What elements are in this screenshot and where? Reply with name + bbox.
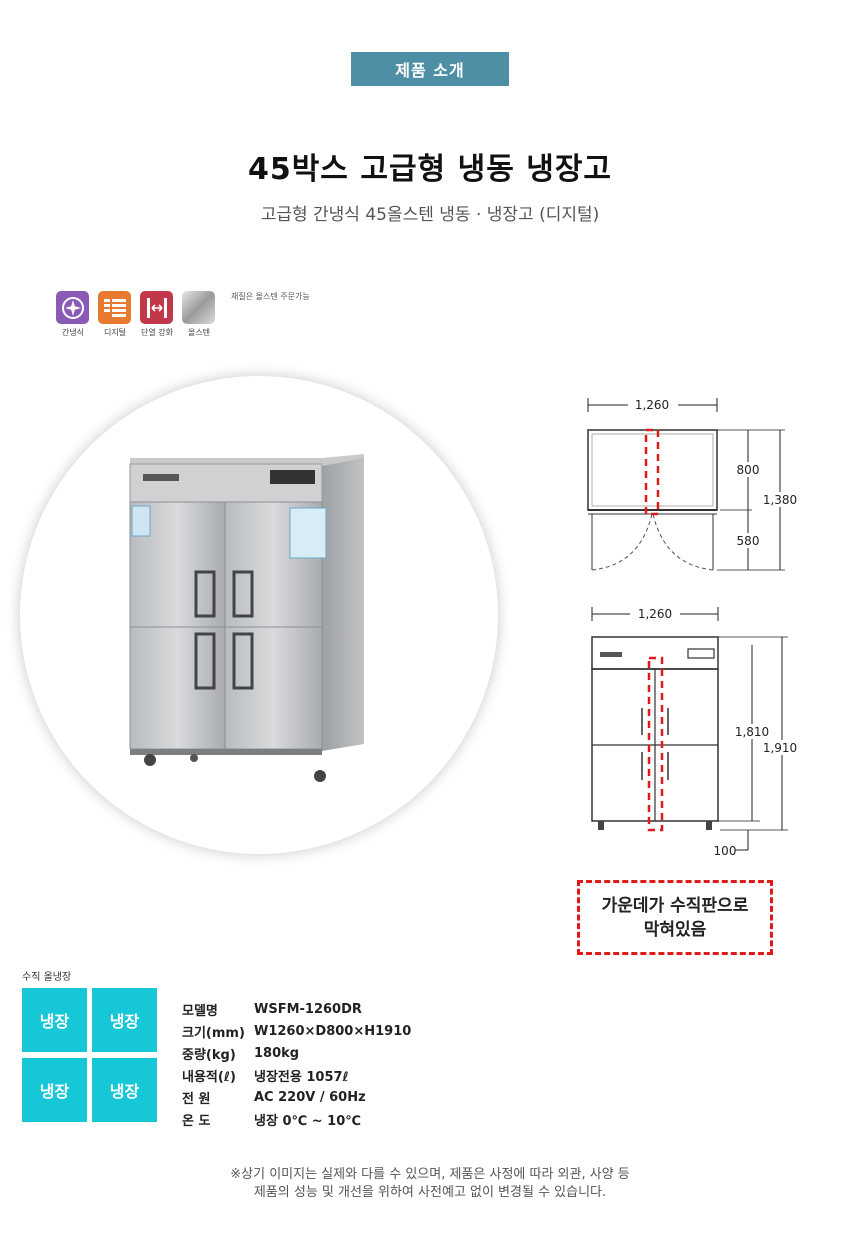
spec-value: 냉장 0℃ ~ 10℃ — [254, 1113, 362, 1129]
top-width-label: 1,260 — [635, 398, 669, 412]
feature-digital: 디지털 — [98, 291, 132, 338]
spec-row-size: 크기(mm) W1260×D800×H1910 — [182, 1020, 411, 1042]
top-depth-label: 800 — [737, 463, 760, 477]
spec-value: AC 220V / 60Hz — [254, 1089, 366, 1105]
spec-row-weight: 중량(kg) 180kg — [182, 1042, 411, 1064]
front-total-label: 1,910 — [763, 741, 797, 755]
spec-value: W1260×D800×H1910 — [254, 1023, 412, 1039]
disclaimer-line-2: 제품의 성능 및 개선을 위하여 사전예고 없이 변경될 수 있습니다. — [253, 1185, 607, 1200]
spec-key: 내용적(ℓ) — [182, 1069, 236, 1085]
compartment-cell: 냉장 — [22, 1058, 87, 1122]
feature-label: 디지털 — [103, 328, 127, 337]
note-line-2: 막혀있음 — [643, 919, 707, 940]
feature-label: 간냉식 — [61, 328, 85, 337]
dimension-diagram: 1,260 800 580 1,380 1,260 — [570, 390, 800, 864]
spec-row-power: 전 원 AC 220V / 60Hz — [182, 1086, 411, 1108]
spec-row-model: 모델명 WSFM-1260DR — [182, 998, 411, 1020]
note-line-1: 가운데가 수직판으로 — [601, 895, 749, 916]
product-image-frame — [20, 376, 498, 854]
material-note: 재질은 올스텐 주문가능 — [231, 292, 310, 301]
spec-value: 냉장전용 1057ℓ — [254, 1069, 349, 1085]
feature-label: 올스텐 — [187, 328, 211, 337]
spec-value: 180kg — [254, 1045, 300, 1061]
digital-panel-icon — [98, 291, 131, 324]
refrigerator-image — [129, 454, 364, 782]
feature-indirect-cooling: 간냉식 — [56, 291, 90, 338]
front-leg-label: 100 — [714, 844, 737, 858]
front-body-label: 1,810 — [735, 725, 769, 739]
spec-key: 모델명 — [182, 1003, 218, 1019]
section-badge: 제품 소개 — [351, 52, 509, 86]
center-partition-note: 가운데가 수직판으로 막혀있음 — [577, 880, 773, 955]
spec-key: 전 원 — [182, 1091, 211, 1107]
front-width-label: 1,260 — [638, 607, 672, 621]
feature-insulation: 단열 강화 — [140, 291, 174, 338]
top-total-label: 1,380 — [763, 493, 797, 507]
feature-label: 단열 강화 — [141, 328, 173, 337]
spec-table: 모델명 WSFM-1260DR 크기(mm) W1260×D800×H1910 … — [182, 998, 411, 1130]
spec-row-temperature: 온 도 냉장 0℃ ~ 10℃ — [182, 1108, 411, 1130]
disclaimer-line-1: ※상기 이미지는 실제와 다를 수 있으며, 제품은 사정에 따라 외관, 사양… — [230, 1167, 630, 1182]
stainless-icon — [182, 291, 215, 324]
fan-icon — [56, 291, 89, 324]
top-door-label: 580 — [737, 534, 760, 548]
product-title: 45박스 고급형 냉동 냉장고 — [247, 152, 613, 187]
compartment-cell: 냉장 — [22, 988, 87, 1052]
feature-stainless: 올스텐 — [182, 291, 216, 338]
disclaimer: ※상기 이미지는 실제와 다를 수 있으며, 제품은 사정에 따라 외관, 사양… — [0, 1166, 860, 1202]
spec-key: 온 도 — [182, 1113, 211, 1129]
spec-key: 중량(kg) — [182, 1047, 236, 1063]
spec-key: 크기(mm) — [182, 1025, 245, 1041]
spec-row-capacity: 내용적(ℓ) 냉장전용 1057ℓ — [182, 1064, 411, 1086]
spec-value: WSFM-1260DR — [254, 1001, 362, 1017]
insulation-icon — [140, 291, 173, 324]
product-subtitle: 고급형 간냉식 45올스텐 냉동 · 냉장고 (디지털) — [260, 205, 600, 225]
compartment-label: 수직 올냉장 — [22, 972, 72, 983]
compartment-cell: 냉장 — [92, 988, 157, 1052]
compartment-cell: 냉장 — [92, 1058, 157, 1122]
